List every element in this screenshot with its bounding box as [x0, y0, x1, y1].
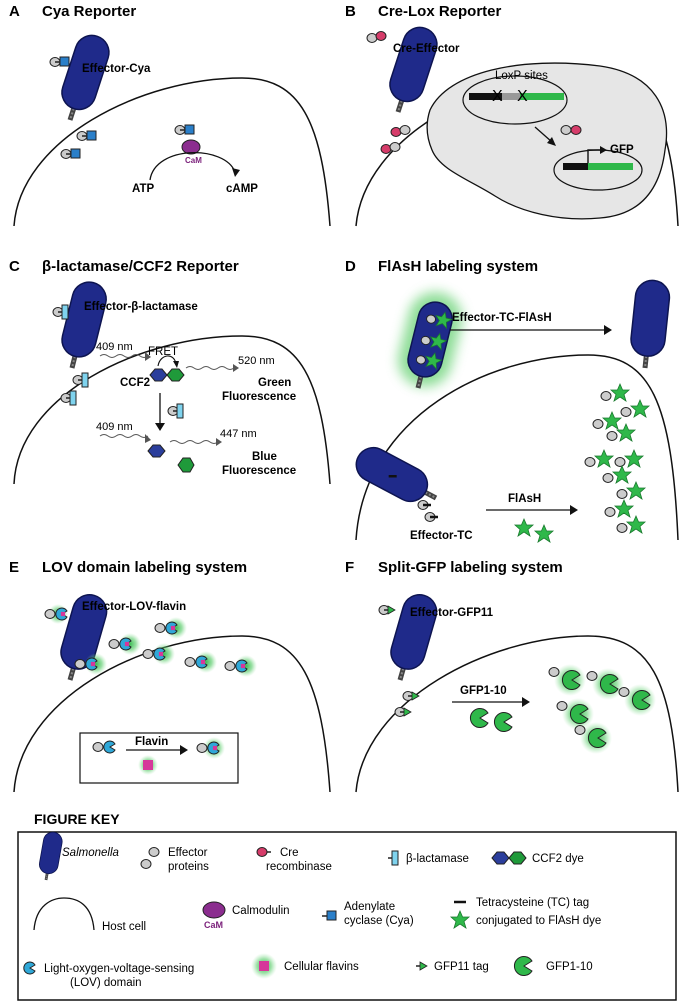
key-lov-1: Light-oxygen-voltage-sensing: [44, 963, 194, 975]
key-cya-1: Adenylate: [344, 901, 395, 913]
salmonella-b: [382, 23, 442, 117]
nm447-label: 447 nm: [220, 428, 257, 440]
camp-label: cAMP: [226, 183, 258, 195]
key-calmodulin: Calmodulin: [232, 905, 290, 917]
panel-c: C β-lactamase/CCF2 Reporter Effector-β-l…: [9, 258, 331, 485]
gfp-label-b: GFP: [610, 144, 634, 156]
key-cre-2: recombinase: [266, 861, 332, 873]
key-lov-2: (LOV) domain: [70, 977, 142, 989]
atp-label: ATP: [132, 183, 154, 195]
nm409-top: 409 nm: [96, 341, 133, 353]
key-gfp110: GFP1-10: [546, 961, 593, 973]
key-effector-2: proteins: [168, 861, 209, 873]
panel-f-title: Split-GFP labeling system: [378, 559, 563, 576]
flavin-square: [143, 760, 153, 770]
panel-e-title: LOV domain labeling system: [42, 559, 247, 576]
key-cre-1: Cre: [280, 847, 299, 859]
figure-key: FIGURE KEY Salmonella Effector proteins …: [17, 811, 677, 1001]
salmonella-d-right: [628, 279, 671, 370]
panel-a-title: Cya Reporter: [42, 3, 136, 20]
effector-tc-flash-label: Effector-TC-FlAsH: [452, 312, 552, 324]
ccf2-intact: [149, 368, 185, 382]
calmodulin-a: [181, 139, 201, 155]
key-flavins: Cellular flavins: [284, 961, 359, 973]
effector-lov-flavin-label: Effector-LOV-flavin: [82, 601, 186, 613]
blue-label-1: Blue: [252, 451, 277, 463]
green-label-1: Green: [258, 377, 291, 389]
panel-d-letter: D: [345, 258, 356, 275]
host-cell-a: [13, 77, 331, 227]
salmonella-d-glow: [398, 292, 463, 394]
gfp110-label-f: GFP1-10: [460, 685, 507, 697]
key-box: [17, 831, 677, 1001]
panel-b-title: Cre-Lox Reporter: [378, 3, 502, 20]
flash-label: FlAsH: [508, 493, 541, 505]
fret-label: FRET: [148, 346, 178, 358]
panel-d: D FlAsH labeling system Effector-TC-FlAs…: [345, 258, 679, 543]
cam-label-a: CaM: [185, 156, 202, 165]
panel-b: B Cre-Lox Reporter X X LoxP sites GFP Cr…: [345, 3, 679, 227]
panel-d-title: FlAsH labeling system: [378, 258, 538, 275]
key-effector-1: Effector: [168, 847, 208, 859]
key-tc-2: conjugated to FlAsH dye: [476, 915, 601, 927]
loxp-label: LoxP sites: [495, 70, 548, 82]
key-cam: CaM: [204, 920, 223, 930]
salmonella-c: [56, 279, 110, 373]
panel-c-letter: C: [9, 258, 20, 275]
key-lactamase: β-lactamase: [406, 853, 469, 865]
panel-e-letter: E: [9, 559, 19, 576]
panel-c-title: β-lactamase/CCF2 Reporter: [42, 258, 239, 275]
key-salmonella: Salmonella: [62, 847, 119, 859]
salmonella-f: [384, 591, 441, 685]
salmonella-d-bottom: [350, 442, 444, 513]
panel-f-letter: F: [345, 559, 354, 576]
effector-tc-label: Effector-TC: [410, 530, 473, 542]
panel-f: F Split-GFP labeling system Effector-GFP…: [345, 559, 679, 793]
effector-cya-label: Effector-Cya: [82, 63, 151, 75]
key-host-cell: Host cell: [102, 921, 146, 933]
key-title: FIGURE KEY: [34, 811, 120, 827]
svg-text:X: X: [492, 88, 503, 105]
nm520-label: 520 nm: [238, 355, 275, 367]
panel-e: E LOV domain labeling system Effector-LO…: [9, 559, 331, 793]
blue-label-2: Fluorescence: [222, 465, 296, 477]
panel-b-letter: B: [345, 3, 356, 20]
ccf2-label: CCF2: [120, 377, 150, 389]
key-cya-2: cyclase (Cya): [344, 915, 414, 927]
panel-a-letter: A: [9, 3, 20, 20]
svg-text:X: X: [517, 88, 528, 105]
effector-lactamase-label: Effector-β-lactamase: [84, 301, 198, 313]
effector-gfp11-label: Effector-GFP11: [410, 607, 494, 619]
key-gfp11: GFP11 tag: [434, 961, 489, 973]
panel-a: A Cya Reporter Effector-Cya CaM ATP cAMP: [9, 3, 331, 227]
key-tc-1: Tetracysteine (TC) tag: [476, 897, 589, 909]
cre-effector-label: Cre-Effector: [393, 43, 460, 55]
flavin-label-e: Flavin: [135, 736, 168, 748]
green-label-2: Fluorescence: [222, 391, 296, 403]
nm409-bottom: 409 nm: [96, 421, 133, 433]
salmonella-a: [54, 31, 114, 125]
key-ccf2: CCF2 dye: [532, 853, 584, 865]
